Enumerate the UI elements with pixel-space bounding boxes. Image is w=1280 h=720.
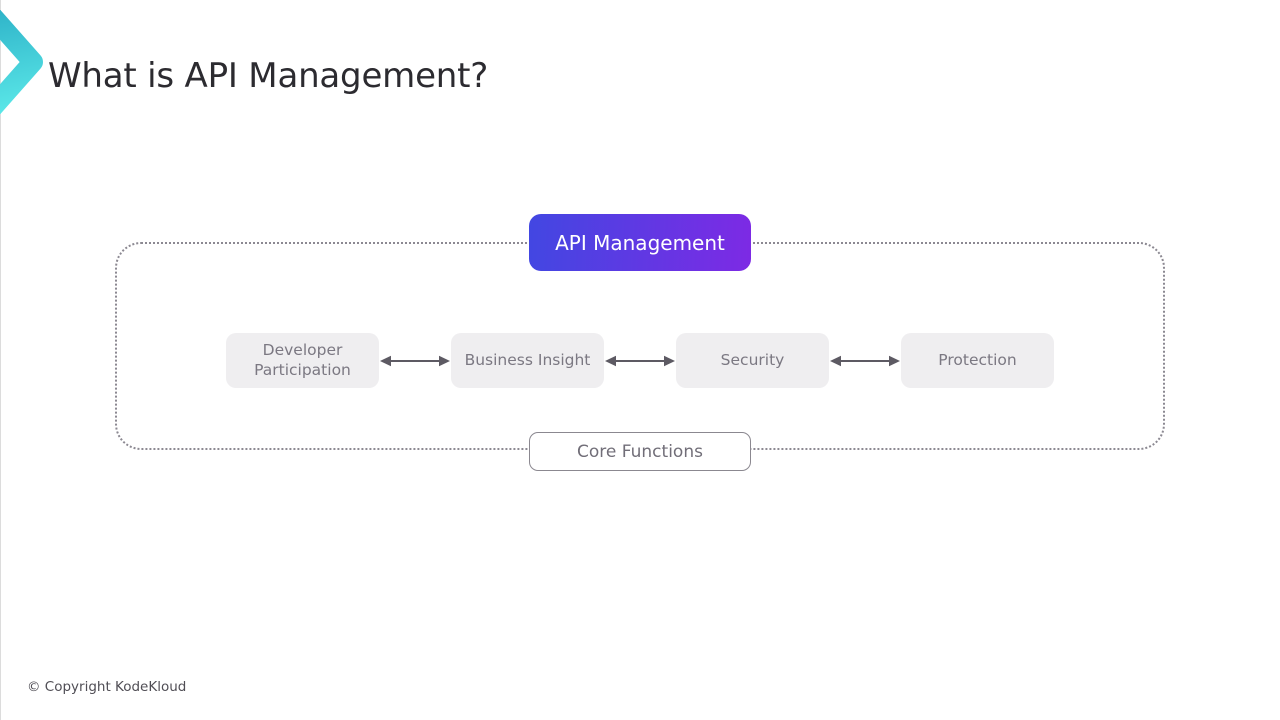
node-label: Security [720,350,785,369]
node-label: Developer Participation [254,341,351,379]
double-arrow-icon [604,333,676,388]
core-functions-label: Core Functions [577,441,703,462]
double-arrow-icon [379,333,451,388]
core-functions-row: Developer Participation Business Insight… [0,333,1280,388]
page-title: What is API Management? [48,56,489,96]
node-business-insight: Business Insight [451,333,604,388]
api-management-node: API Management [529,214,751,271]
double-arrow-icon [829,333,901,388]
api-management-label: API Management [555,230,725,255]
copyright-notice: © Copyright KodeKloud [27,679,187,695]
node-security: Security [676,333,829,388]
node-developer-participation: Developer Participation [226,333,379,388]
node-label: Business Insight [464,350,591,369]
core-functions-badge: Core Functions [529,432,751,471]
kodekloud-chevron-logo-icon [0,10,43,114]
screen-left-border [0,0,1,720]
node-label: Protection [938,350,1017,369]
node-protection: Protection [901,333,1054,388]
